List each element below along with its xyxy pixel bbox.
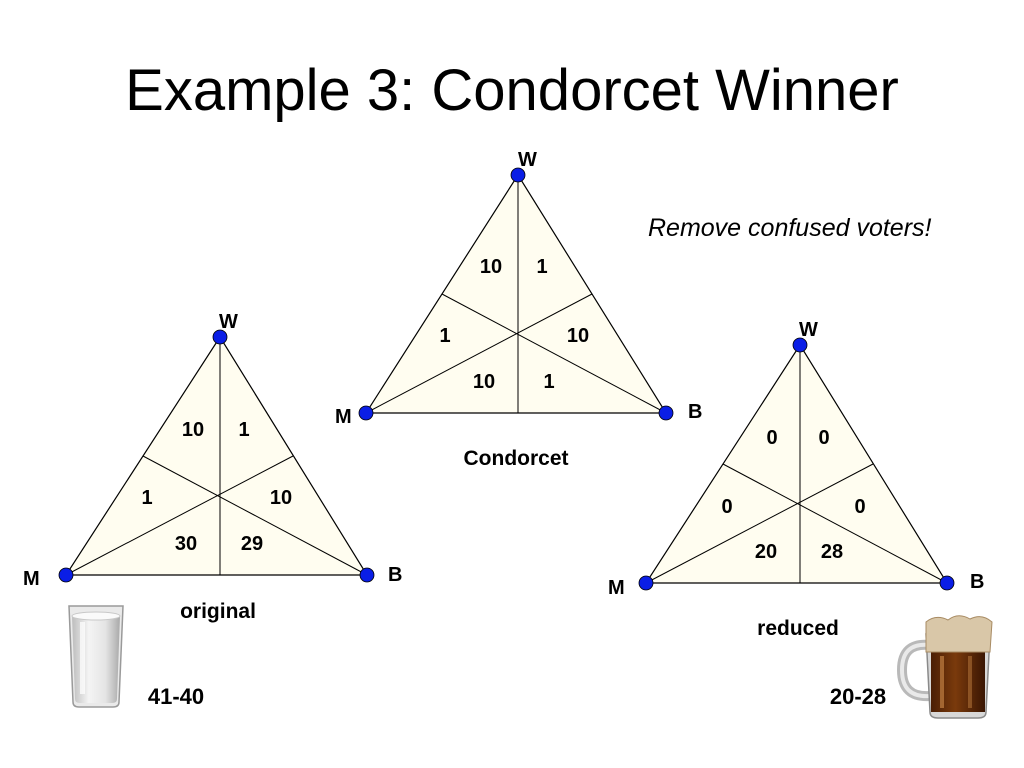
vertex-dot-b [359,567,375,583]
vertex-label-m: M [335,406,352,428]
score-left: 41-40 [148,684,204,709]
vertex-label-m: M [23,568,40,590]
diagram-caption-reduced: reduced [757,617,839,640]
region-count: 10 [567,325,589,347]
vertex-dot-m [638,575,654,591]
triangle-reduced [644,343,949,584]
region-count: 0 [854,496,865,518]
region-count: 29 [241,533,263,555]
triangle-condorcet [364,173,668,414]
median-line [722,463,948,584]
region-count: 1 [536,256,547,278]
vertex-label-w: W [518,149,537,171]
vertex-label-b: B [688,401,702,423]
vertex-dot-w [792,337,808,353]
region-count: 28 [821,541,843,563]
note-remove-confused-voters: Remove confused voters! [648,214,932,242]
region-count: 0 [818,427,829,449]
slide-title: Example 3: Condorcet Winner [125,58,899,123]
vertex-dot-w [212,329,228,345]
median-line [441,293,667,414]
vertex-dot-w [510,167,526,183]
region-count: 0 [766,427,777,449]
region-count: 0 [721,496,732,518]
region-count: 30 [175,533,197,555]
milk-glass-icon [68,605,124,708]
median-line [365,293,593,414]
vertex-label-w: W [799,319,818,341]
diagram-caption-original: original [180,600,256,623]
median-line [65,455,294,576]
vertex-label-m: M [608,577,625,599]
median-line [142,455,368,576]
score-right: 20-28 [830,684,886,709]
region-count: 10 [480,256,502,278]
triangle-diagram-reduced: W M B 0 0 0 0 20 28 reduced [608,319,984,640]
region-count: 10 [270,487,292,509]
region-count: 1 [238,419,249,441]
vertex-dot-b [658,405,674,421]
region-count: 10 [473,371,495,393]
vertex-label-b: B [388,564,402,586]
vertex-dot-m [58,567,74,583]
vertex-dot-b [939,575,955,591]
diagram-caption-condorcet: Condorcet [464,447,569,470]
region-count: 1 [543,371,554,393]
region-count: 10 [182,419,204,441]
triangle-diagram-original: W M B 10 1 1 10 30 29 original [23,311,402,623]
region-count: 1 [439,325,450,347]
vertex-label-b: B [970,571,984,593]
triangle-diagram-condorcet: W M B 10 1 1 10 10 1 Condorcet [335,149,702,470]
vertex-dot-m [358,405,374,421]
vertex-label-w: W [219,311,238,333]
median-line [645,463,874,584]
region-count: 1 [141,487,152,509]
region-count: 20 [755,541,777,563]
triangle-original [64,335,369,576]
beer-mug-icon [896,615,993,719]
